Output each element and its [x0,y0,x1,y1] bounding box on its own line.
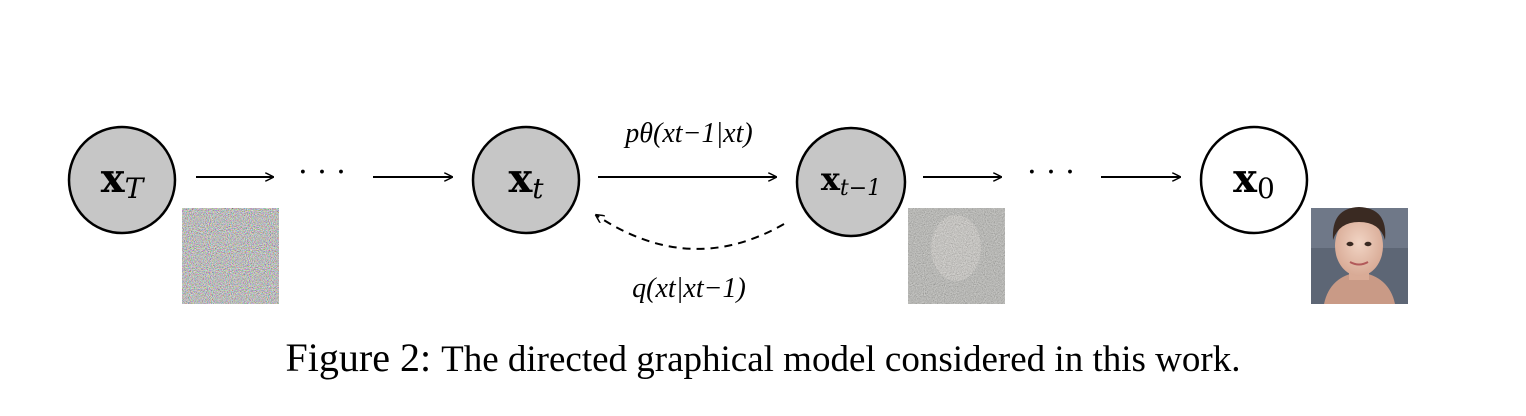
node-xt-var: x [508,155,533,202]
node-x0-circle [1199,125,1309,235]
caption-text: The directed graphical model considered … [441,339,1241,380]
clean-face-image [1311,207,1408,304]
svg-text:xT: xT [101,155,146,205]
forward-process-arrow [596,215,785,250]
svg-text:xt−1: xt−1 [821,160,881,201]
node-x0: x0 [1199,125,1309,235]
ellipsis-right: · · · [1027,155,1075,190]
node-xT-circle [67,125,177,235]
node-xT: xT [67,125,177,235]
node-xt1-sub: t−1 [840,176,881,201]
ellipsis-left: · · · [298,155,346,190]
node-xT-sub: T [125,172,146,205]
caption-prefix: Figure 2: [285,335,432,380]
node-xt1-circle [795,126,907,238]
node-xt1-var: x [821,160,841,198]
node-xT-var: x [101,155,126,202]
pure-noise-image [182,208,279,304]
figure-caption: Figure 2: The directed graphical model c… [0,334,1526,381]
node-xt-sub: t [532,172,544,205]
node-xt-circle [471,125,581,235]
node-x0-var: x [1233,155,1258,202]
forward-process-label: q(xt|xt−1) [632,273,746,304]
reverse-process-label: pθ(xt−1|xt) [623,118,752,149]
partially-denoised-face-image [908,208,1005,304]
node-xt1: xt−1 [795,126,907,238]
node-x0-sub: 0 [1257,172,1275,205]
svg-text:x0: x0 [1233,155,1275,205]
svg-text:xt: xt [508,155,544,205]
node-xt: xt [471,125,581,235]
diffusion-diagram: xT · · · xt pθ(xt−1|xt) q(xt|xt−1) xt−1 … [67,118,1408,304]
